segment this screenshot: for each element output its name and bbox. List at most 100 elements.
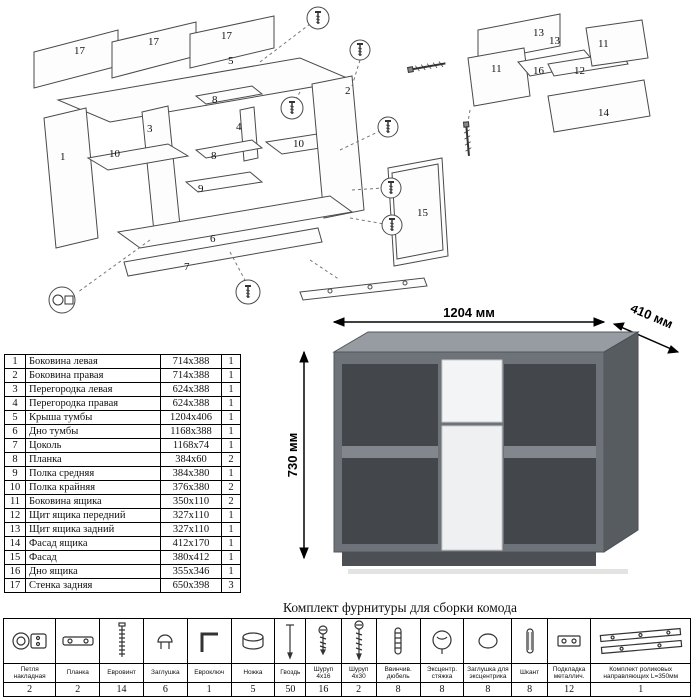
part-size: 1168x388 <box>160 424 222 439</box>
part-name: Полка средняя <box>25 466 161 481</box>
part-qty: 1 <box>221 396 241 411</box>
hardware-item: Ножка 5 <box>231 619 276 696</box>
cam-cap-icon <box>464 619 512 664</box>
nail-icon <box>275 619 306 664</box>
part-qty: 1 <box>221 354 241 369</box>
hardware-item: Шуруп 4x30 2 <box>341 619 377 696</box>
part-qty: 1 <box>221 536 241 551</box>
roller-rail-sketch <box>299 277 428 301</box>
part-size: 350x110 <box>160 494 222 509</box>
exploded-diagram-svg <box>33 6 651 314</box>
part-callout: 13 <box>549 35 560 47</box>
part-name: Стенка задняя <box>25 578 161 593</box>
hardware-item: Эксцентр. стяжка 8 <box>420 619 465 696</box>
part-size: 327x110 <box>160 508 222 523</box>
part-name: Перегородка левая <box>25 382 161 397</box>
part-callout: 17 <box>148 36 159 48</box>
part-callout: 12 <box>574 65 585 77</box>
exploded-diagram-area: 17 17 17 5 1 3 10 8 4 8 10 9 2 15 6 7 13… <box>0 0 694 345</box>
part-qty: 2 <box>221 480 241 495</box>
product-render-svg: 1204 мм 730 мм 410 мм <box>285 300 680 574</box>
part-size: 380x412 <box>160 550 222 565</box>
part-callout: 15 <box>417 207 428 219</box>
part-size: 384x60 <box>160 452 222 467</box>
part-callout: 11 <box>491 63 502 75</box>
hardware-item: Петля накладная 2 <box>4 619 57 696</box>
part-callout: 4 <box>236 121 242 133</box>
loose-screws <box>406 61 472 156</box>
hardware-item: Заглушка 6 <box>143 619 188 696</box>
hardware-item-label: Петля накладная <box>4 664 56 683</box>
hardware-item: Планка 2 <box>56 619 101 696</box>
hardware-item-qty: 6 <box>162 684 168 695</box>
part-name: Перегородка правая <box>25 396 161 411</box>
hardware-item-label: Шкант <box>512 664 547 683</box>
hardware-item-label: Ввинчив. дюбель <box>376 664 420 683</box>
part-qty: 1 <box>221 410 241 425</box>
hardware-item-label: Ножка <box>231 664 275 683</box>
part-callout: 10 <box>293 138 304 150</box>
part-qty: 2 <box>221 494 241 509</box>
part-number: 2 <box>4 368 26 383</box>
hardware-item-qty: 5 <box>250 684 256 695</box>
part-size: 355x346 <box>160 564 222 579</box>
hardware-item: Подкладка металлич. 12 <box>547 619 592 696</box>
euro-screw-icon <box>100 619 143 664</box>
metal-pad-icon <box>547 619 591 664</box>
hardware-item-qty: 12 <box>564 684 575 695</box>
part-name: Боковина ящика <box>25 494 161 509</box>
hardware-item-label: Подкладка металлич. <box>547 664 591 683</box>
part-number: 7 <box>4 438 26 453</box>
part-qty: 2 <box>221 452 241 467</box>
hardware-item-qty: 2 <box>356 684 362 695</box>
hardware-item: Комплект роликовых направляющих L=350мм … <box>591 619 690 696</box>
part-number: 3 <box>4 382 26 397</box>
part-callout: 2 <box>345 85 351 97</box>
width-dimension-label: 1204 мм <box>443 306 495 320</box>
hardware-item-label: Заглушка для эксцентрика <box>464 664 512 683</box>
cabinet-exploded-view <box>33 15 449 277</box>
part-number: 16 <box>4 564 26 579</box>
part-number: 8 <box>4 452 26 467</box>
part-size: 714x388 <box>160 354 222 369</box>
hardware-item-label: Планка <box>56 664 100 683</box>
threaded-dowel-icon <box>376 619 420 664</box>
part-callout: 5 <box>228 55 234 67</box>
part-name: Дно ящика <box>25 564 161 579</box>
hardware-item-label: Шуруп 4x16 <box>306 664 341 683</box>
part-number: 17 <box>4 578 26 593</box>
part-qty: 1 <box>221 368 241 383</box>
drawer-exploded-view <box>467 13 651 133</box>
part-name: Цоколь <box>25 438 161 453</box>
part-callout: 10 <box>109 148 120 160</box>
part-callout: 17 <box>221 30 232 42</box>
part-name: Полка крайняя <box>25 480 161 495</box>
hardware-item-label: Комплект роликовых направляющих L=350мм <box>591 664 690 683</box>
hardware-item-label: Заглушка <box>143 664 187 683</box>
part-size: 624x388 <box>160 396 222 411</box>
part-qty: 1 <box>221 466 241 481</box>
hardware-item-label: Эксцентр. стяжка <box>420 664 464 683</box>
wood-screw-long-icon <box>341 619 376 664</box>
hinge-icon <box>4 619 56 664</box>
part-callout: 8 <box>212 94 218 106</box>
part-size: 327x110 <box>160 522 222 537</box>
drawer-front <box>441 359 503 423</box>
part-size: 412x170 <box>160 536 222 551</box>
hex-key-icon <box>187 619 231 664</box>
leg-icon <box>231 619 275 664</box>
part-qty: 1 <box>221 508 241 523</box>
part-name: Щит ящика задний <box>25 522 161 537</box>
wood-screw-short-icon <box>306 619 341 664</box>
part-size: 1168x74 <box>160 438 222 453</box>
part-number: 14 <box>4 536 26 551</box>
hardware-item-qty: 2 <box>75 684 81 695</box>
